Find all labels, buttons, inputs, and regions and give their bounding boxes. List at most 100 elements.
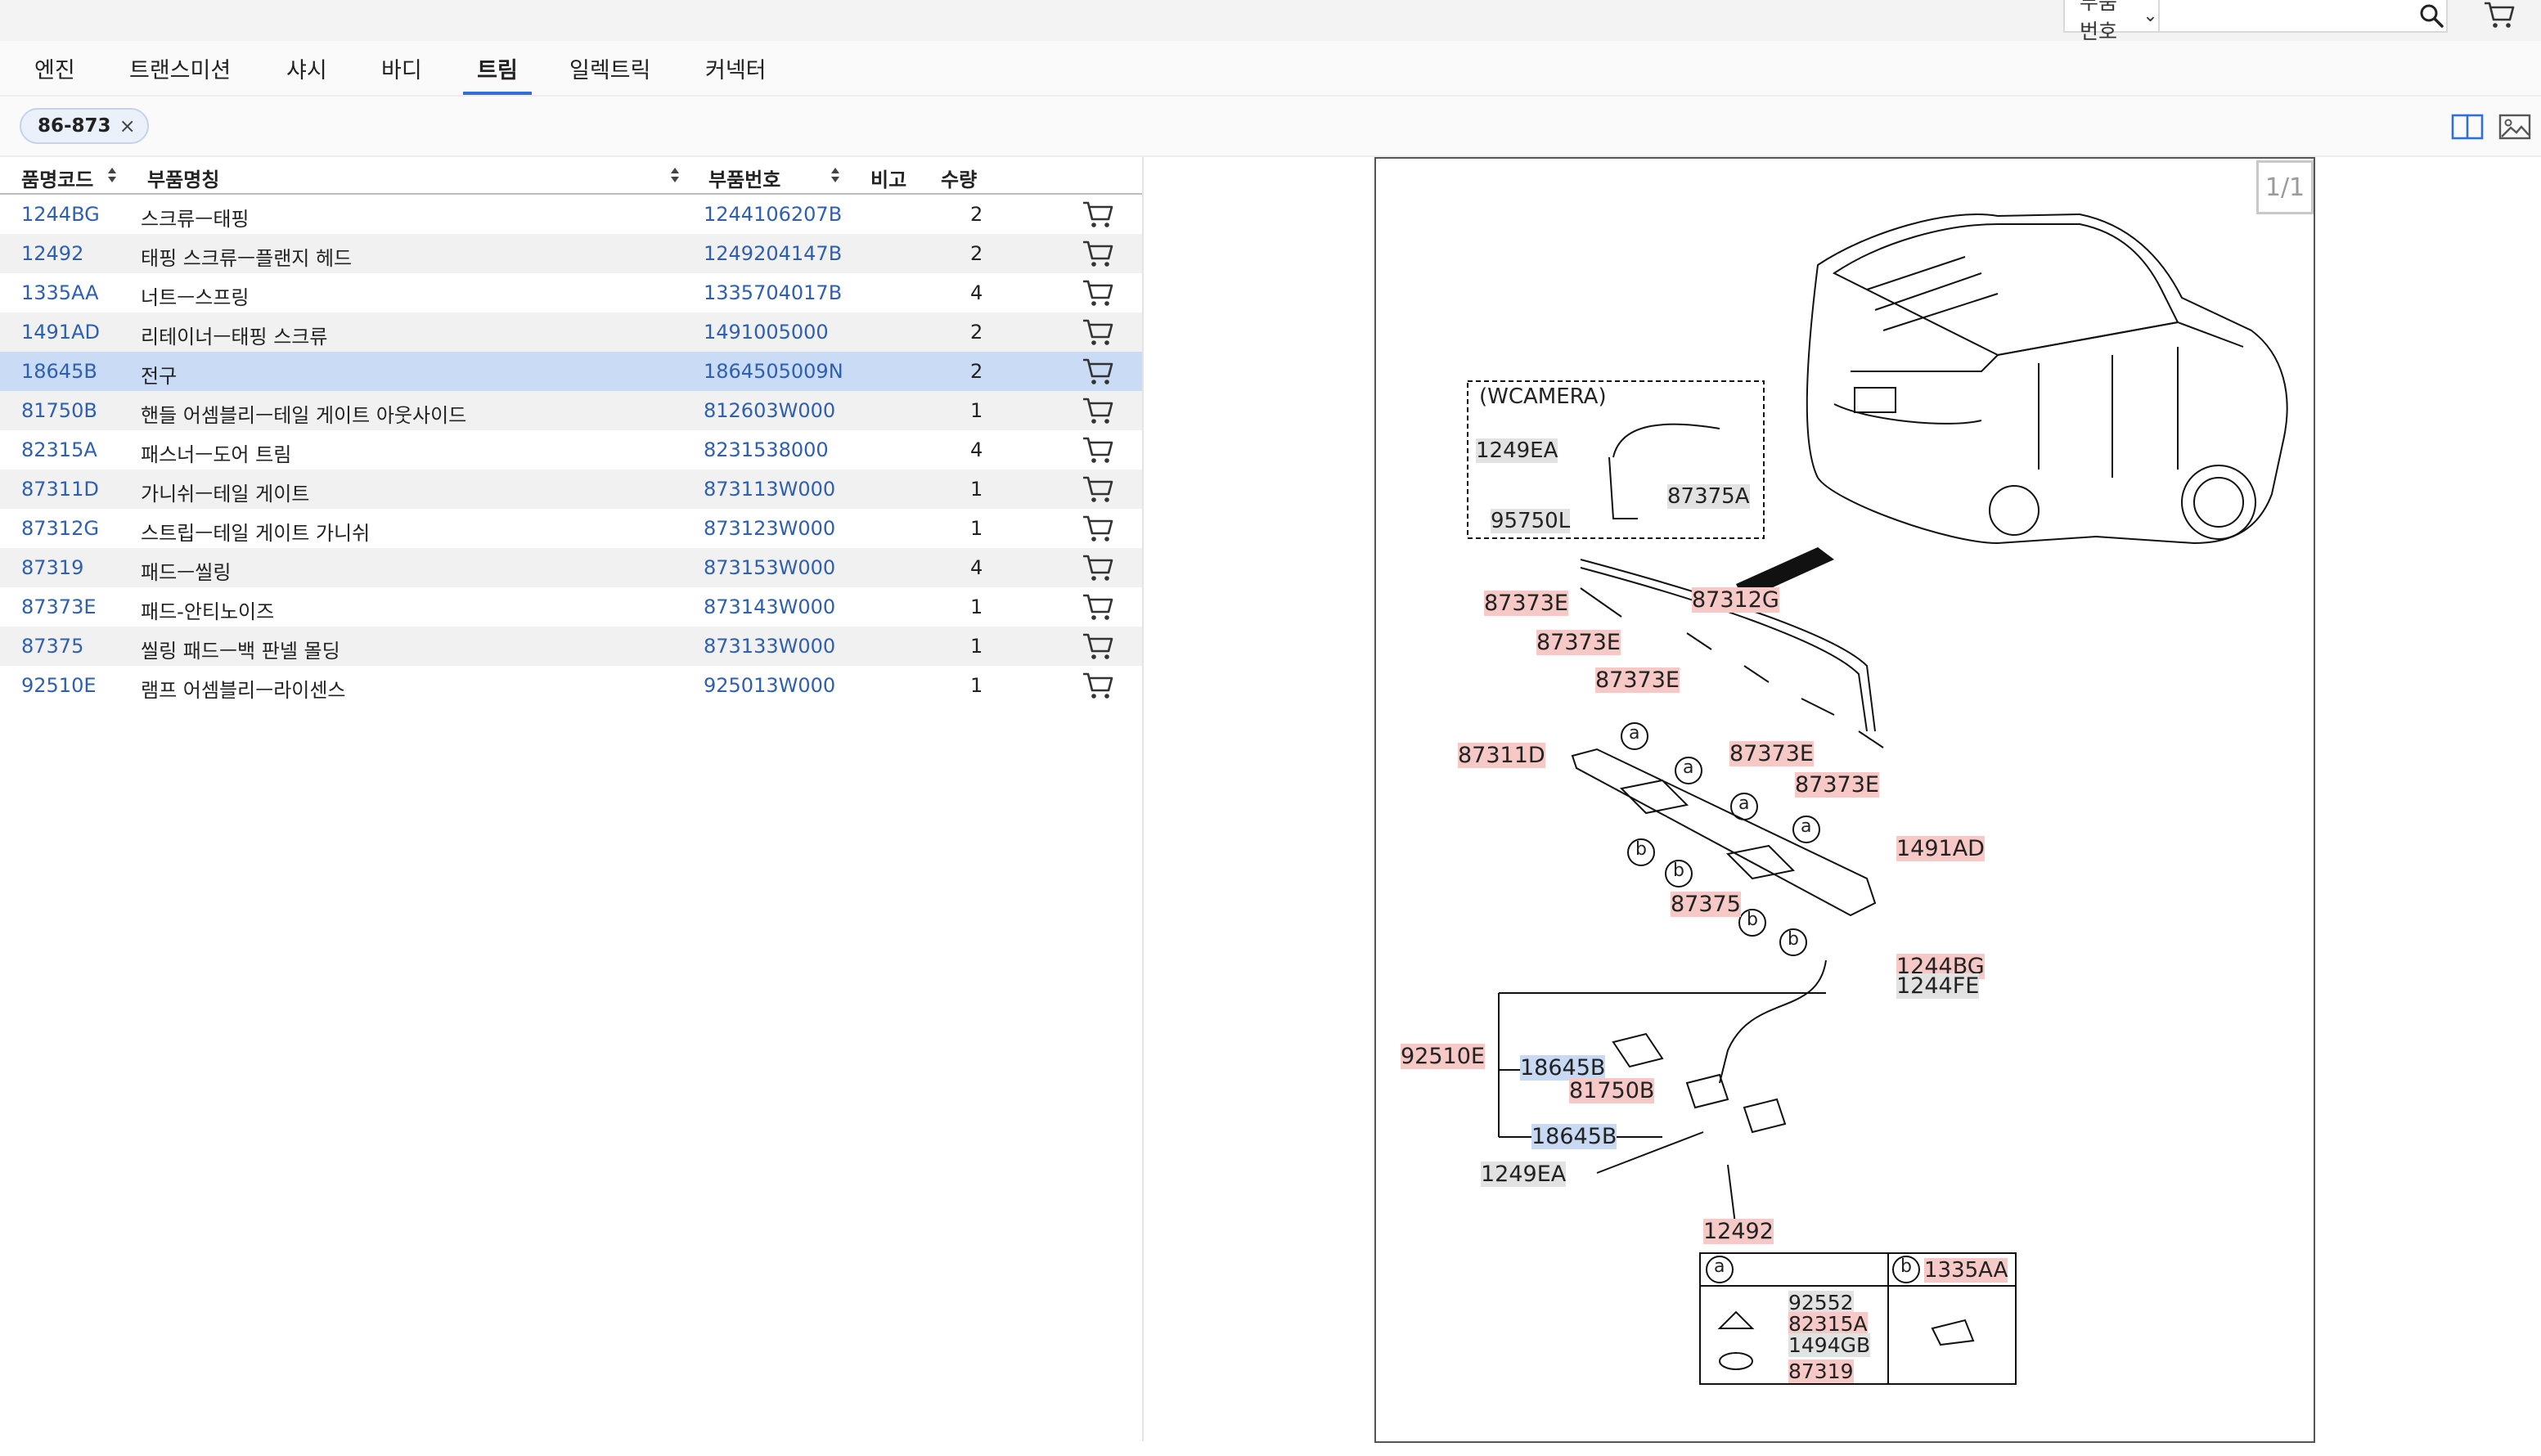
part-label[interactable]: 92510E — [1401, 1044, 1485, 1069]
part-code-link[interactable]: 12492 — [21, 242, 84, 265]
header-note: 비고 — [870, 169, 907, 191]
tab-engine[interactable]: 엔진 — [34, 58, 75, 83]
search-button[interactable] — [2417, 0, 2446, 31]
image-icon — [2498, 114, 2531, 140]
filter-chip[interactable]: 86-873 × — [20, 108, 149, 144]
close-icon[interactable]: × — [119, 115, 136, 137]
part-quantity: 1 — [970, 517, 983, 540]
part-label[interactable]: 1491AD — [1896, 836, 1985, 861]
tab-body[interactable]: 바디 — [381, 58, 422, 83]
part-code-link[interactable]: 81750B — [21, 399, 97, 422]
part-code-link[interactable]: 18645B — [21, 360, 97, 383]
part-code-link[interactable]: 1244BG — [21, 203, 100, 226]
tab-trim[interactable]: 트림 — [463, 52, 532, 95]
add-to-cart-icon[interactable] — [1082, 474, 1114, 504]
part-number-link[interactable]: 873113W000 — [704, 478, 836, 501]
part-number-link[interactable]: 1491005000 — [704, 321, 829, 344]
sort-icon[interactable] — [106, 167, 118, 183]
part-quantity: 1 — [970, 595, 983, 618]
part-code-link[interactable]: 87319 — [21, 556, 84, 579]
part-label[interactable]: 87373E — [1595, 667, 1680, 693]
part-code-link[interactable]: 1491AD — [21, 321, 100, 344]
add-to-cart-icon[interactable] — [1082, 239, 1114, 268]
part-label[interactable]: 18645B — [1520, 1055, 1606, 1081]
part-label[interactable]: 12492 — [1703, 1219, 1774, 1244]
part-number-link[interactable]: 812603W000 — [704, 399, 836, 422]
part-label[interactable]: 87312G — [1692, 587, 1779, 613]
part-label[interactable]: 87373E — [1729, 741, 1814, 766]
tab-electric[interactable]: 일렉트릭 — [569, 58, 651, 83]
add-to-cart-icon[interactable] — [1082, 553, 1114, 582]
part-number-link[interactable]: 873123W000 — [704, 517, 836, 540]
part-label[interactable]: 87373E — [1795, 772, 1879, 798]
part-label: 1494GB — [1788, 1333, 1871, 1357]
part-label[interactable]: 18645B — [1531, 1124, 1617, 1149]
add-to-cart-icon[interactable] — [1082, 631, 1114, 661]
part-number-link[interactable]: 1864505009N — [704, 360, 843, 383]
part-code-link[interactable]: 87373E — [21, 595, 97, 618]
add-to-cart-icon[interactable] — [1082, 278, 1114, 308]
part-number-link[interactable]: 1249204147B — [704, 242, 843, 265]
part-number-link[interactable]: 925013W000 — [704, 674, 836, 697]
image-view-button[interactable] — [2498, 113, 2531, 141]
table-row[interactable]: 87312G 스트립ㅡ테일 게이트 가니쉬 873123W000 1 — [0, 509, 1142, 548]
part-name: 패스너ㅡ도어 트림 — [141, 443, 292, 466]
cart-button[interactable] — [2479, 0, 2520, 33]
part-number-link[interactable]: 8231538000 — [704, 438, 829, 461]
part-number-link[interactable]: 873143W000 — [704, 595, 836, 618]
add-to-cart-icon[interactable] — [1082, 435, 1114, 465]
part-label[interactable]: 87319 — [1788, 1359, 1854, 1383]
callout-b: b — [1673, 861, 1684, 881]
part-quantity: 1 — [970, 478, 983, 501]
add-to-cart-icon[interactable] — [1082, 514, 1114, 543]
part-number-link[interactable]: 873133W000 — [704, 635, 836, 658]
add-to-cart-icon[interactable] — [1082, 396, 1114, 425]
part-name: 스트립ㅡ테일 게이트 가니쉬 — [141, 522, 371, 545]
part-label[interactable]: 87375 — [1671, 892, 1741, 917]
part-label[interactable]: 87373E — [1536, 630, 1621, 655]
part-label[interactable]: 81750B — [1569, 1078, 1655, 1103]
add-to-cart-icon[interactable] — [1082, 317, 1114, 347]
part-label[interactable]: 1335AA — [1924, 1258, 2008, 1283]
part-code-link[interactable]: 1335AA — [21, 281, 99, 304]
header-part-number[interactable]: 부품번호 — [708, 169, 781, 191]
part-code-link[interactable]: 87375 — [21, 635, 84, 658]
add-to-cart-icon[interactable] — [1082, 200, 1114, 229]
tab-connector[interactable]: 커넥터 — [705, 58, 767, 83]
search-type-select[interactable]: 부품번호 ⌄ — [2065, 0, 2160, 43]
part-number-link[interactable]: 1335704017B — [704, 281, 843, 304]
sort-icon[interactable] — [830, 167, 841, 183]
tab-transmission[interactable]: 트랜스미션 — [129, 58, 232, 83]
split-view-button[interactable] — [2451, 113, 2484, 141]
part-code-link[interactable]: 87311D — [21, 478, 99, 501]
part-label[interactable]: 87373E — [1484, 591, 1568, 616]
sort-icon[interactable] — [669, 167, 681, 183]
part-label[interactable]: 82315A — [1788, 1312, 1868, 1336]
tab-chassis[interactable]: 샤시 — [286, 58, 327, 83]
add-to-cart-icon[interactable] — [1082, 592, 1114, 622]
add-to-cart-icon[interactable] — [1082, 357, 1114, 386]
callout-a: a — [1738, 793, 1750, 814]
header-code[interactable]: 품명코드 — [21, 169, 94, 191]
part-code-link[interactable]: 82315A — [21, 438, 97, 461]
part-number-link[interactable]: 873153W000 — [704, 556, 836, 579]
part-number-link[interactable]: 1244106207B — [704, 203, 843, 226]
add-to-cart-icon[interactable] — [1082, 671, 1114, 700]
part-code-link[interactable]: 87312G — [21, 517, 99, 540]
header-name[interactable]: 부품명칭 — [147, 169, 220, 191]
part-label[interactable]: 87311D — [1458, 743, 1545, 768]
search-input[interactable] — [2159, 0, 2417, 31]
part-code-link[interactable]: 92510E — [21, 674, 97, 697]
